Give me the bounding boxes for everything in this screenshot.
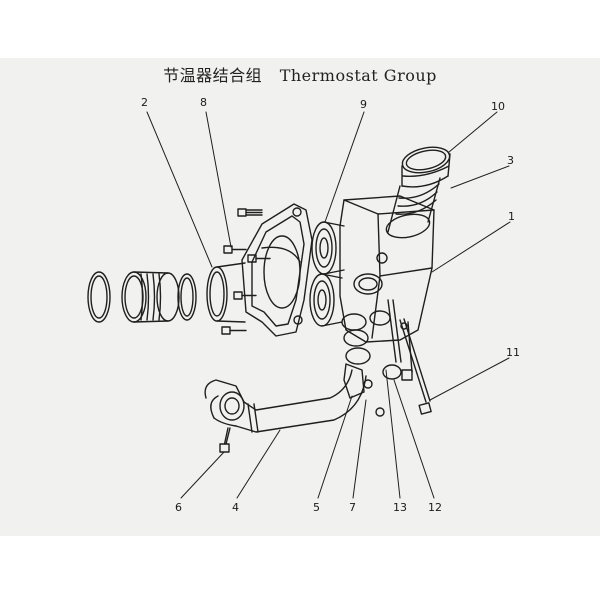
flange-bolts [221,208,271,335]
callout-12: 12 [428,501,442,514]
callout-2: 2 [141,96,148,109]
lower-fittings [341,299,432,417]
callout-9: 9 [360,98,367,111]
adapter-ring [206,262,246,323]
thermostat-housing [339,195,435,343]
bolt-upper [223,245,247,254]
bolt-mid [247,254,271,263]
callout-3: 3 [507,154,514,167]
title-english: Thermostat Group [279,66,437,85]
callout-7: 7 [349,501,356,514]
thermostat-valves [309,221,345,327]
bolt-top [237,208,263,217]
thermostat-cover-flange [241,203,313,337]
leader-lines [146,111,511,499]
o-ring-middle [177,273,197,321]
callout-10: 10 [491,100,505,113]
callout-11: 11 [506,346,520,359]
callout-5: 5 [313,501,320,514]
outlet-sleeve [385,177,441,239]
callout-1: 1 [508,210,515,223]
hose-coupling-sleeve [121,271,180,323]
callout-numbers: 2 8 9 10 3 1 11 6 4 5 7 13 12 [141,96,520,514]
callout-6: 6 [175,501,182,514]
diagram-title: 节温器结合组 Thermostat Group [0,62,600,86]
o-ring-left [87,271,111,323]
bolt-bottom [221,326,247,335]
pipe-bolt [219,427,231,453]
callout-8: 8 [200,96,207,109]
bent-water-pipe [204,369,367,433]
drawing-sheet [0,58,600,536]
callout-13: 13 [393,501,407,514]
seal-ring-top [401,146,451,188]
title-chinese: 节温器结合组 [163,66,263,85]
callout-4: 4 [232,501,239,514]
